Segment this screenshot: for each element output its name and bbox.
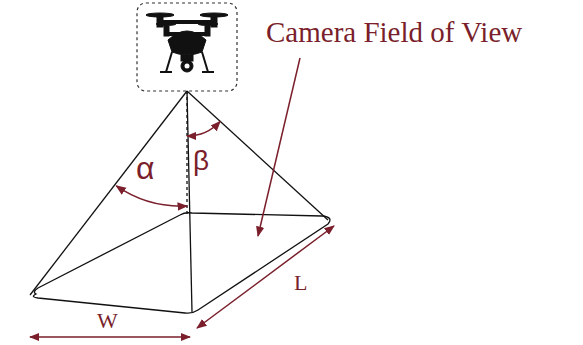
dimension-label: W	[97, 310, 118, 332]
length-dimension	[197, 226, 334, 328]
callout-label: Camera Field of View	[266, 18, 522, 47]
angle-label: β	[193, 147, 209, 175]
leader-line	[258, 58, 300, 236]
drone-icon	[146, 13, 228, 72]
dimension-label: L	[294, 272, 307, 294]
drone-frame	[137, 3, 237, 91]
angle-label: α	[136, 152, 155, 184]
alpha-arc	[116, 186, 187, 206]
width-dimension	[30, 336, 190, 338]
beta-arc	[187, 122, 220, 137]
